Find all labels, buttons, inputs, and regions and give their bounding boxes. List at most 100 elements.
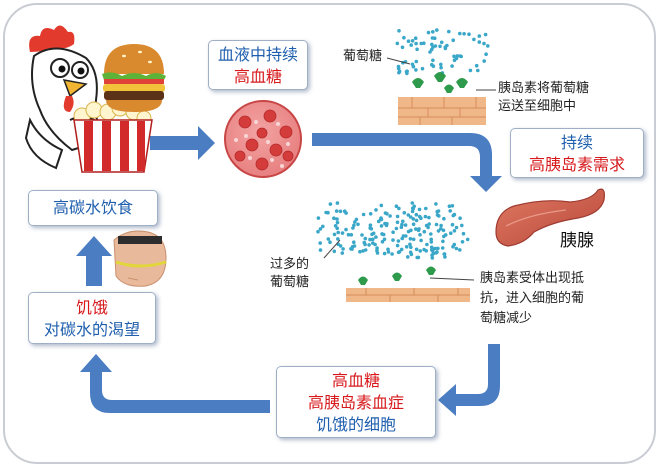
glucose-dot: [411, 222, 416, 226]
glucose-dot: [431, 30, 435, 34]
glucose-dot: [461, 231, 466, 236]
glucose-dot: [415, 47, 419, 52]
result-line2: 高胰岛素血症: [307, 393, 404, 412]
glucose-dot: [342, 209, 347, 213]
glucose-dot: [409, 245, 413, 249]
diet-text: 高碳水饮食: [52, 198, 133, 217]
glucose-dot: [427, 215, 431, 220]
glucose-dot: [451, 38, 456, 42]
demand-line1: 持续: [560, 133, 593, 152]
glucose-dot: [400, 45, 405, 50]
glucose-dot: [371, 241, 375, 245]
glucose-dot: [439, 62, 443, 67]
glucose-dot: [318, 227, 323, 231]
glucose-dot: [335, 217, 339, 221]
glucose-dot: [397, 70, 401, 75]
glucose-dot: [386, 247, 390, 252]
glucose-dot: [346, 232, 351, 237]
glucose-dot: [368, 212, 373, 216]
glucose-dot: [351, 226, 355, 230]
glucose-dot: [452, 212, 457, 217]
glucose-dot: [458, 248, 462, 252]
label-pancreas: 胰腺: [560, 231, 594, 251]
glucose-dot: [458, 31, 462, 36]
glucose-dot: [361, 249, 365, 253]
glucose-dot: [340, 231, 345, 235]
glucose-dot: [418, 249, 423, 253]
glucose-dot: [378, 217, 383, 222]
glucose-dot: [383, 211, 388, 215]
hunger-line2: 对碳水的渴望: [43, 320, 140, 339]
glucose-dot: [386, 250, 391, 254]
glucose-dot: [328, 202, 333, 206]
box-insulin-demand: 持续 高胰岛素需求: [510, 128, 644, 178]
glucose-dot: [458, 216, 462, 220]
glucose-dot: [390, 252, 394, 256]
glucose-dot: [422, 247, 426, 252]
glucose-dot: [450, 222, 455, 227]
glucose-dot: [467, 32, 471, 36]
glucose-dot: [334, 209, 339, 213]
box-high-carb-diet: 高碳水饮食: [28, 190, 158, 226]
glucose-dot: [448, 209, 453, 213]
glucose-dot: [396, 239, 401, 243]
glucose-dot: [402, 35, 406, 40]
glucose-dot: [458, 54, 463, 58]
glucose-dot: [436, 246, 440, 251]
glucose-dot: [482, 41, 486, 46]
glucose-dot: [433, 246, 438, 251]
glucose-dot: [435, 250, 439, 254]
glucose-dot: [435, 28, 439, 32]
glucose-dot: [441, 228, 446, 233]
glucose-dot: [472, 37, 476, 42]
glucose-dot: [367, 243, 371, 247]
glucose-dot: [413, 36, 418, 40]
glucose-dot: [388, 214, 392, 218]
glucose-dot: [414, 218, 419, 223]
glucose-dot: [430, 248, 435, 253]
glucose-dot: [434, 222, 439, 227]
glucose-dot: [430, 42, 434, 47]
glucose-dot: [397, 29, 401, 33]
glucose-dot: [442, 252, 447, 256]
glucose-dot: [438, 44, 442, 49]
glucose-dot: [443, 233, 448, 237]
glucose-dot: [341, 247, 345, 251]
glucose-dot: [427, 222, 432, 226]
glucose-dot: [344, 227, 348, 232]
glucose-dot: [406, 213, 411, 217]
glucose-dot: [404, 234, 408, 238]
glucose-dots-middle: [316, 201, 470, 260]
glucose-dot: [324, 210, 328, 215]
glucose-dot: [332, 232, 337, 237]
glucose-dots-top: [395, 28, 490, 76]
glucose-dot: [321, 224, 325, 229]
glucose-dot: [340, 251, 345, 255]
glucose-dot: [368, 237, 372, 242]
glucose-dot: [439, 40, 444, 45]
glucose-dot: [450, 64, 454, 68]
glucose-dot: [397, 206, 401, 211]
glucose-dot: [419, 216, 423, 220]
glucose-dot: [460, 240, 465, 244]
glucose-dot: [368, 226, 373, 230]
glucose-dot: [430, 256, 435, 260]
glucose-dot: [436, 229, 441, 233]
hunger-line1: 饥饿: [75, 298, 108, 317]
glucose-dot: [434, 202, 438, 206]
glucose-dot: [404, 70, 409, 74]
glucose-dot: [396, 64, 401, 69]
glucose-dot: [418, 233, 422, 237]
glucose-dot: [425, 242, 429, 247]
glucose-dot: [484, 52, 488, 56]
glucose-dot: [424, 206, 428, 211]
label-resistance-2: 抗，进入细胞的葡: [480, 291, 585, 306]
glucose-dot: [363, 248, 368, 252]
glucose-dot: [424, 223, 429, 228]
glucose-dot: [410, 201, 415, 205]
glucose-dot: [429, 232, 433, 236]
glucose-dot: [468, 68, 473, 73]
label-excess-2: 葡萄糖: [270, 275, 310, 290]
glucose-dot: [422, 41, 426, 45]
